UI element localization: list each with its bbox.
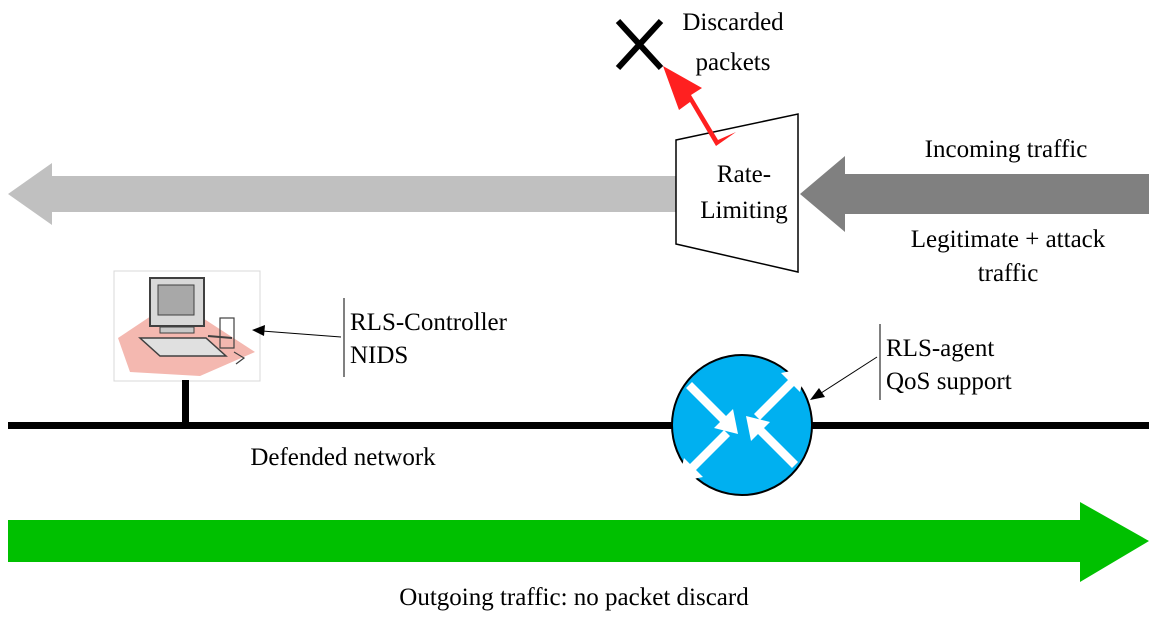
workstation-icon — [113, 270, 261, 382]
rate-limiting-label-line2: Limiting — [700, 197, 788, 224]
router-icon — [671, 354, 813, 496]
filtered-traffic-arrow — [8, 163, 676, 225]
incoming-traffic-arrow — [800, 156, 1149, 232]
network-line — [8, 422, 1149, 429]
discarded-label-line2: packets — [696, 49, 771, 76]
legit-traffic-label-line2: traffic — [978, 260, 1039, 287]
workstation-link — [182, 380, 189, 426]
rate-limiting-label-line1: Rate- — [717, 161, 771, 188]
agent-label-line1: RLS-agent — [886, 335, 994, 362]
controller-label-line2: NIDS — [350, 342, 408, 369]
discarded-label-line1: Discarded — [682, 9, 784, 36]
discard-arrow — [663, 66, 736, 146]
agent-pointer — [810, 356, 878, 400]
incoming-traffic-label: Incoming traffic — [925, 136, 1088, 163]
outgoing-traffic-arrow — [8, 502, 1149, 582]
legit-traffic-label-line1: Legitimate + attack — [911, 226, 1106, 253]
controller-label-line1: RLS-Controller — [350, 309, 508, 336]
network-label: Defended network — [250, 444, 436, 471]
rate-limiting-filter — [675, 113, 799, 273]
controller-pointer — [252, 325, 342, 338]
agent-label-line2: QoS support — [886, 368, 1012, 395]
x-mark-icon — [615, 18, 664, 71]
outgoing-traffic-label: Outgoing traffic: no packet discard — [399, 584, 749, 611]
